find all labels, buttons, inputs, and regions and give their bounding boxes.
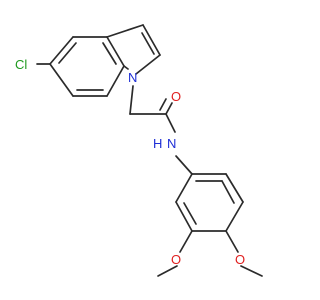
methoxy-oxygen-label: O xyxy=(171,252,181,267)
bond xyxy=(225,173,244,203)
dimethoxyphenyl-ring xyxy=(175,173,244,232)
bond xyxy=(175,173,193,203)
double-bond-inner xyxy=(221,180,235,204)
bond xyxy=(123,65,129,70)
bond xyxy=(157,265,178,277)
indole-pyrrole-ring xyxy=(106,24,161,75)
double-bond-inner xyxy=(159,98,167,111)
double-bond-inner xyxy=(102,42,117,65)
double-bond-inner xyxy=(183,202,197,225)
bond-c-n xyxy=(165,113,176,133)
double-bond-inner xyxy=(58,42,77,64)
amide-nitrogen-label: N xyxy=(167,136,176,151)
chlorine-atom-label: Cl xyxy=(15,57,27,72)
bond-c-o xyxy=(165,102,173,115)
bond xyxy=(106,65,125,97)
bond xyxy=(106,36,125,67)
bond xyxy=(240,265,263,277)
double-bond-inner xyxy=(141,32,155,55)
methoxy-groups xyxy=(157,230,263,277)
bond xyxy=(129,85,134,115)
bond xyxy=(106,24,144,38)
amide-hydrogen-label: H xyxy=(153,136,162,151)
bond xyxy=(225,201,244,232)
bond xyxy=(135,54,161,75)
bond-n-ch2 xyxy=(175,155,193,175)
indole-benzene-ring xyxy=(49,36,125,97)
acetamide-linker xyxy=(129,85,193,175)
indole-nitrogen-label: N xyxy=(128,70,137,85)
carbonyl-oxygen-label: O xyxy=(171,89,181,104)
methoxy-oxygen-label: O xyxy=(235,252,245,267)
bond xyxy=(49,36,74,65)
molecule-structure-diagram: Cl N O N H O O xyxy=(15,24,263,277)
bond xyxy=(179,230,193,253)
bond xyxy=(142,24,161,56)
bond xyxy=(225,230,239,253)
bond xyxy=(49,63,74,97)
bond xyxy=(175,201,193,232)
